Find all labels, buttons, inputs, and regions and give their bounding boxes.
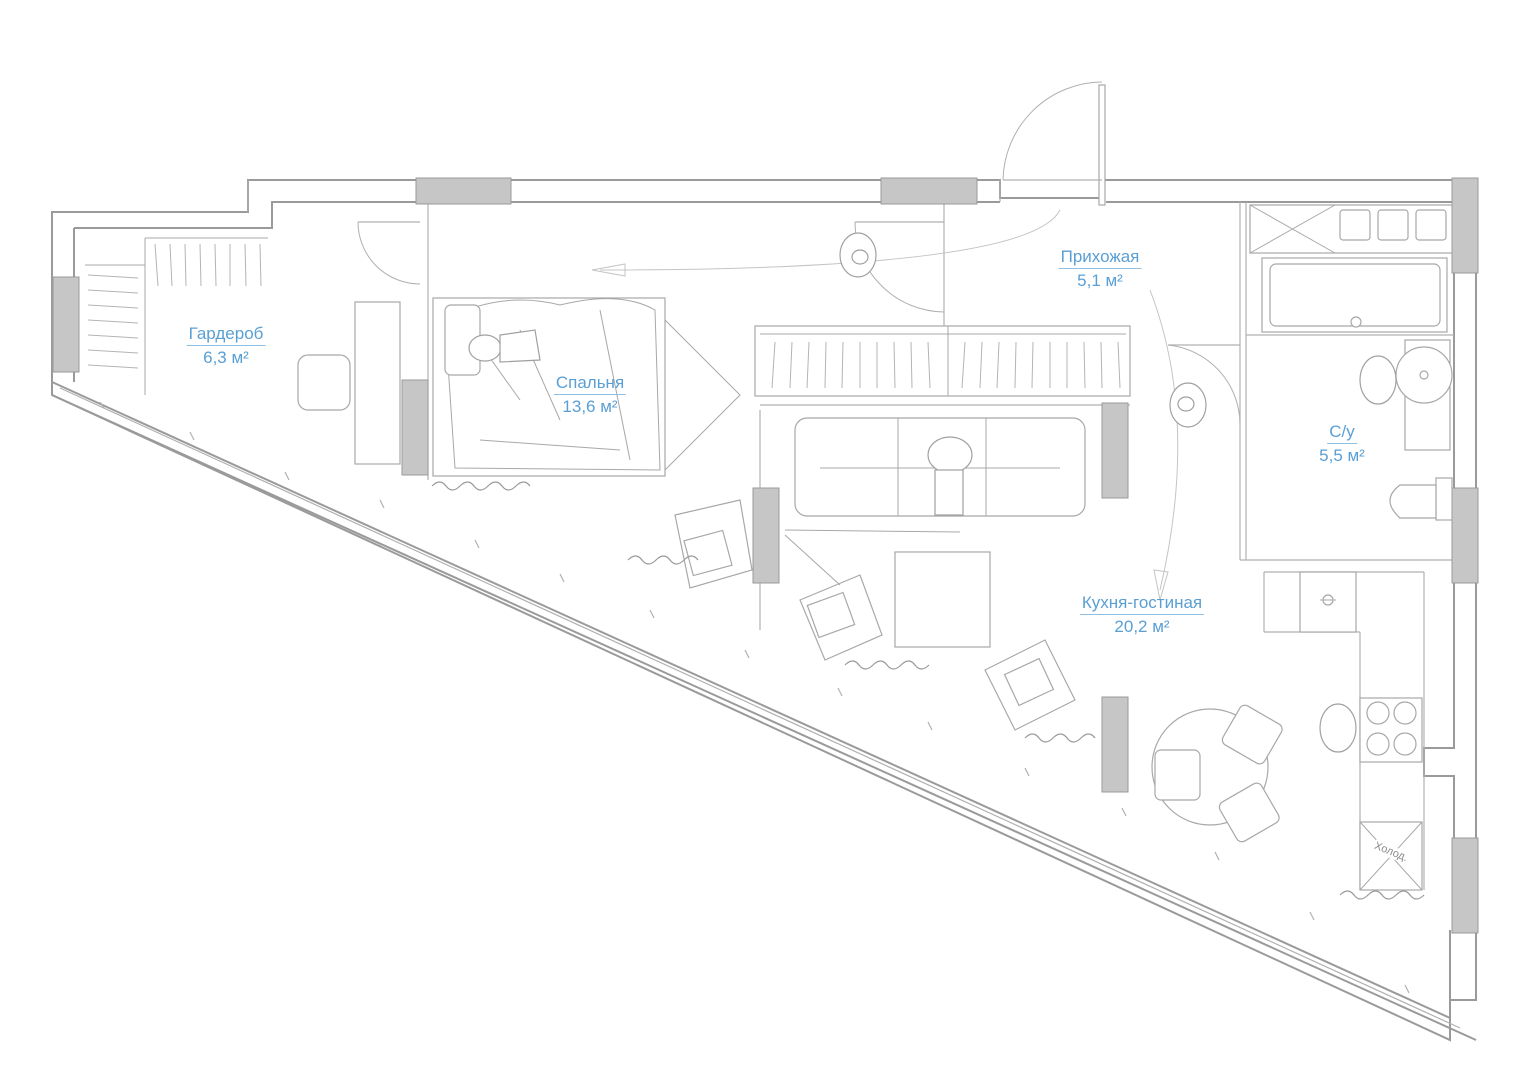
armchair-2 (799, 574, 883, 661)
room-label-bathroom: С/у 5,5 м² (1319, 422, 1365, 466)
entrance-door[interactable] (1002, 81, 1106, 206)
bathroom-door[interactable] (1167, 344, 1241, 426)
room-label-wardrobe: Гардероб 6,3 м² (186, 324, 266, 368)
room-name: Спальня (553, 373, 627, 395)
bathtub (1261, 257, 1448, 333)
curtain-living-3 (1024, 733, 1096, 743)
room-name: Прихожая (1058, 247, 1142, 269)
room-name: Кухня-гостиная (1079, 593, 1205, 615)
room-area: 13,6 м² (562, 397, 618, 416)
armchair-3 (984, 639, 1076, 731)
wardrobe-rails (85, 237, 268, 395)
washing-machine-shelf (1249, 204, 1453, 254)
structural-columns (52, 177, 1479, 934)
dining-chair-1 (1154, 749, 1201, 801)
standing-person-bath (1359, 355, 1397, 405)
room-label-kitchen-living: Кухня-гостиная 20,2 м² (1079, 593, 1205, 637)
curtain-living-2 (844, 660, 930, 670)
bed (432, 297, 741, 477)
curtain-living-1 (627, 555, 699, 565)
room-area: 20,2 м² (1114, 617, 1170, 636)
coffee-table (894, 551, 991, 648)
hallway-closet (754, 325, 1131, 397)
sitting-person (927, 436, 973, 516)
room-label-hallway: Прихожая 5,1 м² (1058, 247, 1142, 291)
fridge (1359, 821, 1423, 891)
room-name: С/у (1327, 422, 1357, 444)
kitchen-sink (1299, 571, 1357, 633)
armchair-1 (674, 499, 753, 589)
room-name: Гардероб (186, 324, 266, 346)
room-area: 5,1 м² (1077, 271, 1123, 290)
room-area: 5,5 м² (1319, 446, 1365, 465)
walking-path (591, 209, 1179, 601)
window-rail (59, 387, 1461, 1029)
dining-chair-3 (1218, 782, 1280, 843)
sleeping-person (468, 329, 541, 363)
room-divider (784, 529, 961, 586)
desk (354, 301, 401, 465)
dining-chair-2 (1221, 704, 1283, 765)
curtain-kitchen (1339, 890, 1425, 900)
curtain-bedroom (431, 481, 531, 491)
cooktop (1359, 697, 1423, 763)
room-area: 6,3 м² (203, 348, 249, 367)
standing-person-entry (1169, 382, 1207, 428)
standing-person-hall (839, 232, 877, 278)
standing-person-kitchen (1319, 703, 1357, 753)
bedroom-door[interactable] (357, 221, 421, 285)
room-label-bedroom: Спальня 13,6 м² (553, 373, 627, 417)
toilet (1389, 477, 1453, 521)
bathroom-sink (1395, 339, 1453, 451)
desk-chair (297, 354, 351, 411)
